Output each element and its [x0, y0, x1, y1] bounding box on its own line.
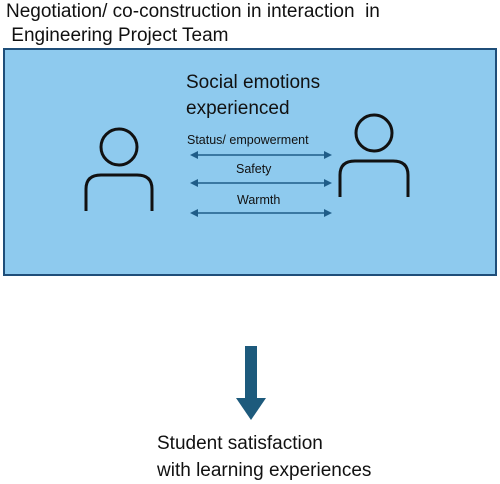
interaction-panel — [3, 48, 497, 276]
double-headed-arrow-icon — [190, 209, 332, 217]
right-person-icon — [338, 113, 410, 197]
double-headed-arrow-icon — [190, 151, 332, 159]
outcome-text: Student satisfaction with learning exper… — [157, 433, 372, 481]
diagram-title: Negotiation/ co-construction in interact… — [6, 1, 380, 46]
panel-heading: Social emotions experienced — [186, 72, 321, 119]
relation-label-warmth: Warmth — [237, 193, 281, 207]
relation-label-safety: Safety — [236, 162, 272, 176]
double-headed-arrow-icon — [190, 179, 332, 187]
left-person-icon — [84, 127, 154, 211]
down-arrow-icon — [236, 346, 266, 420]
relation-label-status: Status/ empowerment — [187, 133, 309, 147]
